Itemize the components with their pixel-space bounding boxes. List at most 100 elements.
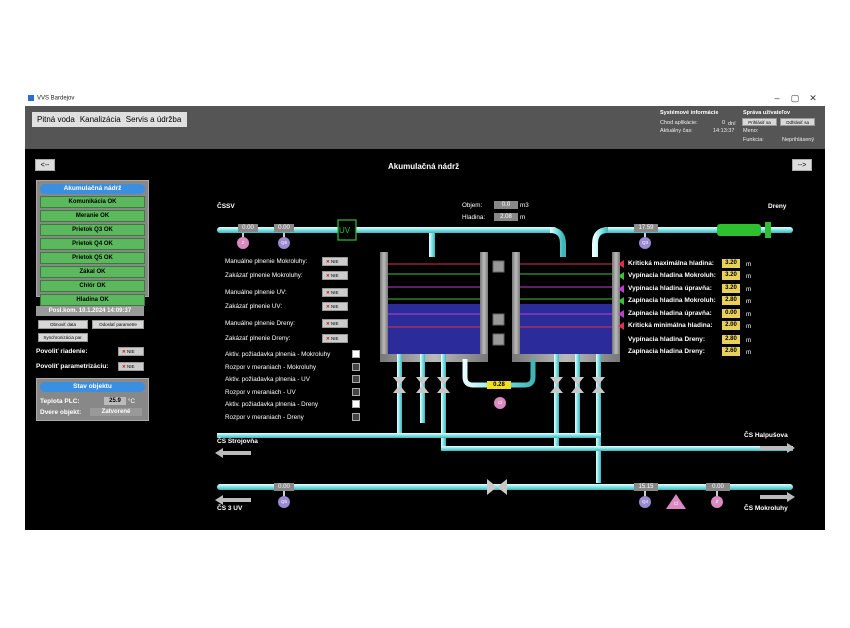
level-zap-mokroluh-value[interactable]: 2.80 (722, 296, 740, 305)
rozpor-mokroluhy-indicator (352, 363, 360, 371)
menu-kanalizacia[interactable]: Kanalizácia (79, 115, 121, 124)
level-zap-dreny-value[interactable]: 2.60 (722, 347, 740, 356)
rozpor-mokroluhy-label: Rozpor v meraniach - Mokroluhy (225, 364, 316, 371)
login-button[interactable]: Prihlásiť sa (742, 118, 777, 126)
sensor-z2-icon (711, 496, 723, 508)
pipe-halpusova (441, 446, 793, 451)
povolit-riadenie-label: Povoliť riadenie: (36, 348, 88, 355)
status-prietok-q4: Prietok Q4 OK (40, 238, 145, 250)
level-zap-upravna-unit: m (746, 311, 752, 318)
minimize-button[interactable]: – (774, 93, 780, 103)
process-diagram (215, 215, 795, 509)
refresh-data-button[interactable]: Obnoviť data (38, 320, 88, 329)
maximize-button[interactable]: ▢ (790, 93, 800, 103)
status-meranie: Meranie OK (40, 210, 145, 222)
cas-value: 14:13:37 (713, 128, 735, 134)
level-zap-dreny-label: Zapínacia hladina Dreny: (628, 348, 705, 355)
marker-vyp-mokroluh-icon (618, 272, 624, 280)
request-dreny-indicator (352, 400, 360, 408)
cross-icon: ✕ (326, 259, 330, 264)
zakazat-mokroluhy-toggle[interactable]: ✕ NIE (322, 271, 348, 280)
arrow-spacer (215, 215, 257, 229)
level-zap-upravna-value[interactable]: 0.00 (722, 309, 740, 318)
request-mokroluhy-indicator (352, 350, 360, 358)
sync-params-button[interactable]: Synchronizácia par. (38, 333, 88, 342)
marker-kriticka-min-icon (618, 322, 624, 330)
value-q3: 17.59 (634, 224, 658, 232)
send-params-button[interactable]: Odoslať parametre (92, 320, 144, 329)
indicator-square-2 (492, 313, 505, 326)
close-button[interactable]: ✕ (809, 93, 817, 103)
level-vyp-upravna-value[interactable]: 3.20 (722, 284, 740, 293)
manual-uv-toggle[interactable]: ✕ NIE (322, 288, 348, 297)
sensor-q4-icon (639, 496, 651, 508)
marker-vyp-upravna-icon (618, 285, 624, 293)
request-uv-label: Aktiv. požiadavka plnenia - UV (225, 376, 310, 383)
label-cs3uv: ČS 3 UV (217, 505, 243, 512)
pipe-down-left (429, 233, 435, 257)
status-prietok-q5: Prietok Q5 OK (40, 252, 145, 264)
manual-mokroluhy-toggle[interactable]: ✕ NIE (322, 257, 348, 266)
rozpor-uv-label: Rozpor v meraniach - UV (225, 389, 296, 396)
manual-uv-label: Manuálne plnenie UV: (225, 289, 287, 296)
rozpor-dreny-indicator (352, 413, 360, 421)
status-chlor: Chlór OK (40, 280, 145, 292)
bottom-valve-icon (487, 479, 507, 495)
povolit-riadenie-toggle[interactable]: ✕ NIE (118, 347, 144, 356)
pipe-dreny-top (603, 227, 793, 233)
logout-button[interactable]: Odhlásiť sa (780, 118, 815, 126)
tag-q4: Q4 (641, 499, 648, 504)
cross-icon: ✕ (326, 304, 330, 309)
arrow-cs3uv-icon (215, 495, 251, 505)
status-zakal: Zákal OK (40, 266, 145, 278)
tank-left (380, 252, 488, 362)
level-kriticka-min-label: Kritická minimálna hladina: (628, 322, 713, 329)
zakazat-dreny-label: Zakázať plnenie Dreny: (225, 335, 291, 342)
app-logo-icon (28, 95, 34, 101)
teplota-value: 25.9 (104, 397, 126, 405)
prev-page-button[interactable]: <-- (35, 159, 55, 171)
funkcia-label: Funkcia: (743, 137, 764, 143)
indicator-square-3 (492, 333, 505, 346)
dvere-label: Dvere objekt: (40, 409, 82, 416)
label-dreny: Dreny (768, 203, 787, 210)
system-info-title: Systémové informácie (660, 110, 719, 116)
value-q6: 0.00 (274, 483, 294, 491)
rozpor-dreny-label: Rozpor v meraniach - Dreny (225, 414, 304, 421)
sensor-cl-icon (494, 397, 506, 409)
tag-cl2: Cl (673, 501, 679, 506)
hladina-value: 2.08 (494, 213, 518, 221)
level-zap-mokroluh-unit: m (746, 298, 752, 305)
window-title: VVS Bardejov (28, 95, 74, 102)
chod-label: Chod aplikácie: (660, 120, 698, 126)
objem-unit: m3 (520, 202, 529, 209)
tag-q3: Q3 (641, 240, 648, 245)
level-vyp-dreny-value[interactable]: 2.80 (722, 335, 740, 344)
level-kriticka-min-value[interactable]: 2.00 (722, 321, 740, 330)
menu-servis[interactable]: Servis a údržba (125, 115, 182, 124)
status-komunikacia: Komunikácia OK (40, 196, 145, 208)
zakazat-dreny-toggle[interactable]: ✕ NIE (322, 334, 348, 343)
zakazat-uv-toggle[interactable]: ✕ NIE (322, 302, 348, 311)
value-cl: 0.28 (487, 381, 511, 389)
level-vyp-upravna-unit: m (746, 286, 752, 293)
level-kriticka-min-unit: m (746, 323, 752, 330)
marker-zap-upravna-icon (618, 310, 624, 318)
level-vyp-mokroluh-unit: m (746, 273, 752, 280)
povolit-param-label: Povoliť parametrizáciu: (36, 363, 109, 370)
level-vyp-dreny-unit: m (746, 337, 752, 344)
level-vyp-upravna-label: Vypínacia hladina úpravňa: (628, 285, 712, 292)
menu-pitna-voda[interactable]: Pitná voda (37, 115, 75, 124)
request-dreny-label: Aktiv. požiadavka plnenia - Dreny (225, 401, 318, 408)
tag-q6: Q6 (280, 499, 287, 504)
level-vyp-mokroluh-value[interactable]: 3.20 (722, 271, 740, 280)
manual-dreny-toggle[interactable]: ✕ NIE (322, 319, 348, 328)
tank-right (512, 252, 620, 362)
next-page-button[interactable]: --> (792, 159, 812, 171)
teplota-label: Teplota PLC: (40, 398, 80, 405)
dvere-value: Zatvorené (90, 408, 142, 416)
level-kriticka-max-value[interactable]: 3.20 (722, 259, 740, 268)
main-menu: Pitná voda Kanalizácia Servis a údržba (32, 112, 187, 127)
level-zap-mokroluh-label: Zapínacia hladina Mokroluh: (628, 297, 716, 304)
povolit-param-toggle[interactable]: ✕ NIE (118, 362, 144, 371)
